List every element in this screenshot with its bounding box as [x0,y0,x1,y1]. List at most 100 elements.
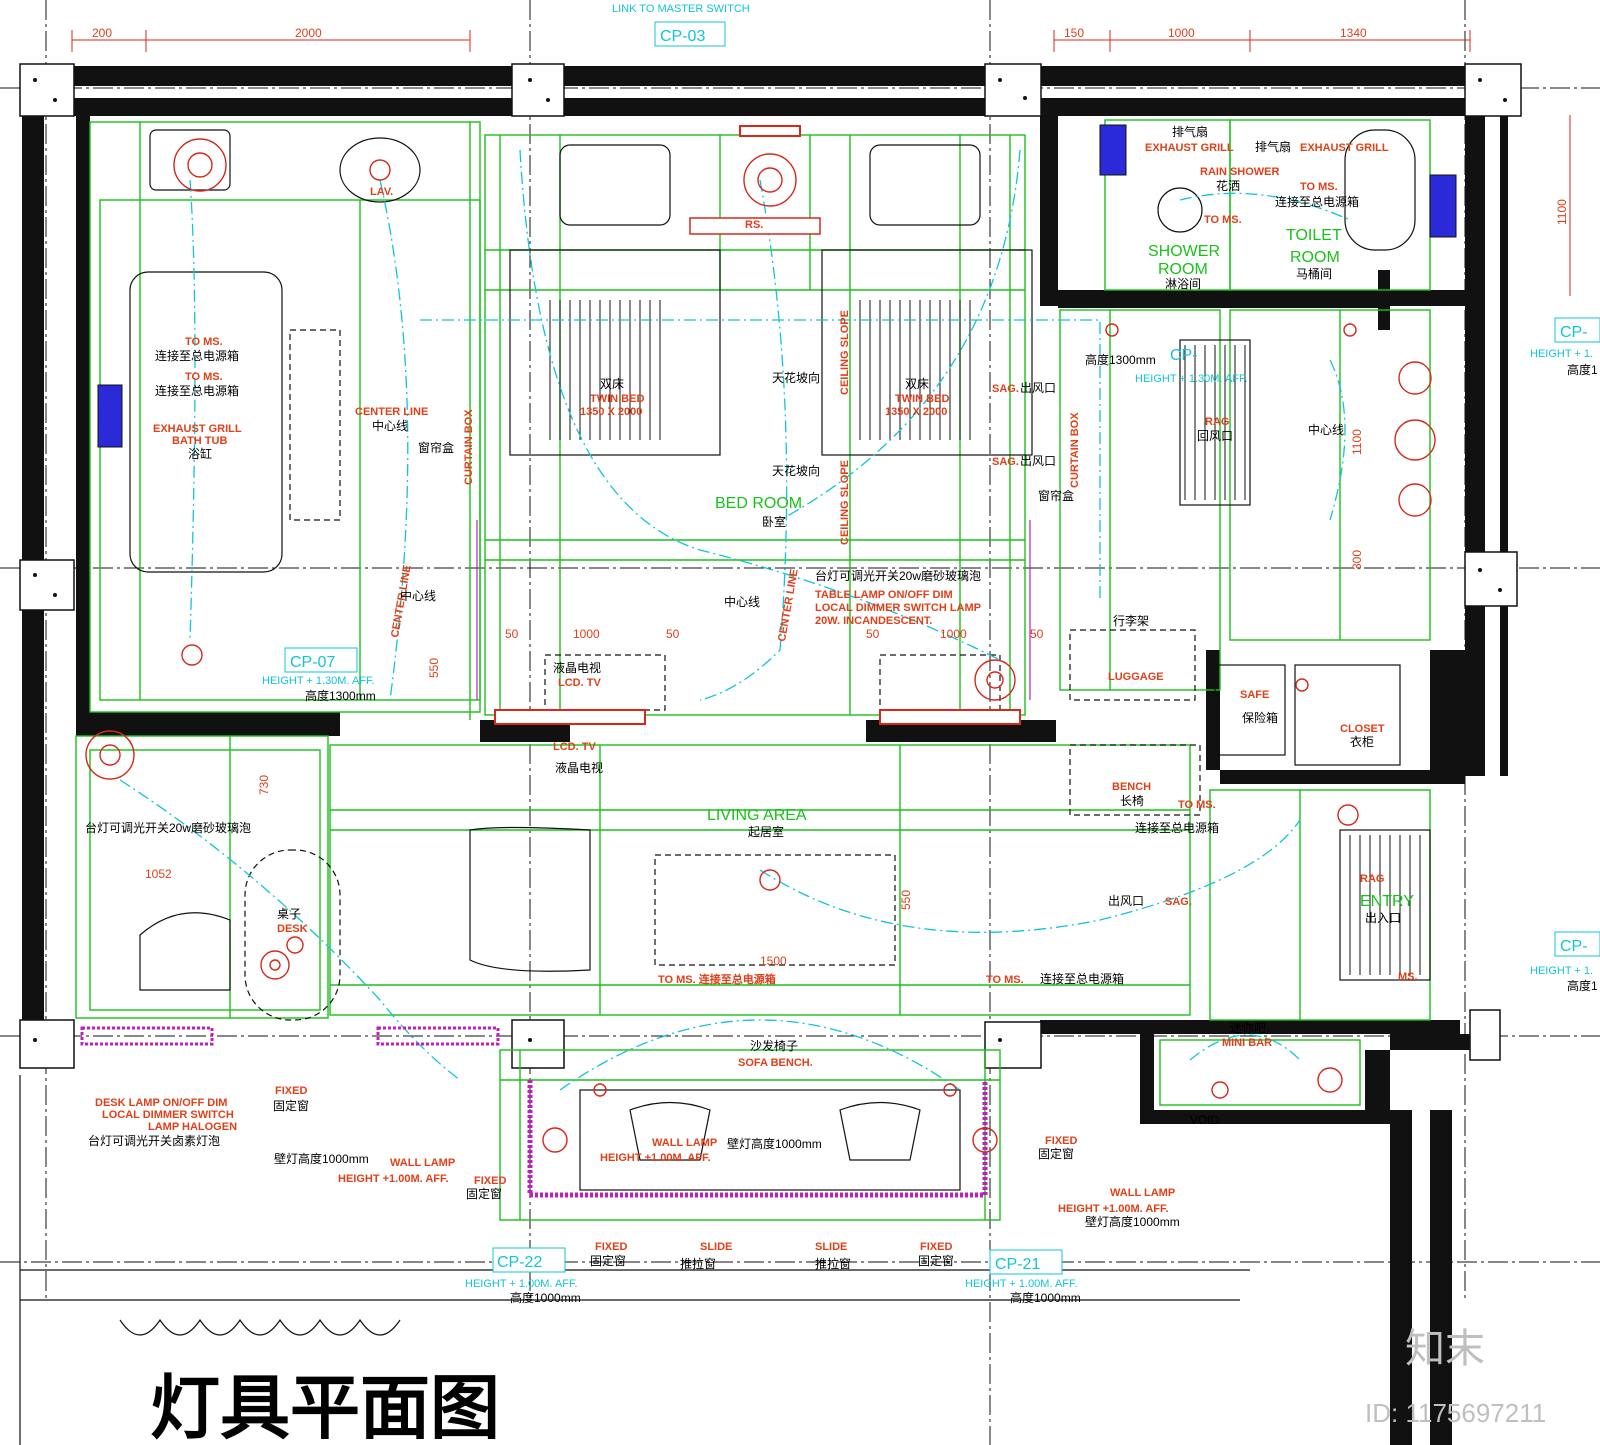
center-line-3-cn: 中心线 [724,594,760,609]
slope-2: CEILING SLOPE [839,460,851,545]
cp21-height: HEIGHT + 1.00M. AFF. [965,1278,1078,1290]
grill-1: EXHAUST GRILL [1145,142,1234,154]
twin2-size: 1350 X 2000 [885,406,947,418]
fixed-2: FIXED [474,1175,506,1187]
minibar-label: MINI BAR [1222,1037,1272,1049]
table-lamp-cn: 台灯可调光开关20w磨砂玻璃泡 [815,568,981,583]
dim-150: 150 [1064,26,1084,40]
table-lamp-3: 20W. INCANDESCENT. [815,615,932,627]
fixed-3: FIXED [1045,1135,1077,1147]
living-sag: SAG. [1165,896,1192,908]
tv-label-1: LCD. TV [558,677,601,689]
toilet-title: TOILET [1286,227,1342,244]
dim-1000-a: 1000 [573,627,600,641]
void-label: VOID [1190,1113,1220,1127]
luggage-cn: 行李架 [1113,613,1149,628]
twin2-cn: 双床 [905,377,929,391]
bench-label: BENCH [1112,781,1151,793]
dim-1100: 1100 [1555,199,1569,225]
luggage-label: LUGGAGE [1108,671,1164,683]
fan-cn-1: 排气扇 [1172,124,1208,139]
bathtub-cn: 浴缸 [188,446,212,461]
entry-cn: 出入口 [1365,911,1401,925]
fixed-1: FIXED [275,1085,307,1097]
desk-lamp-1: DESK LAMP ON/OFF DIM [95,1097,227,1109]
dim-1340: 1340 [1340,26,1367,40]
twin1-size: 1350 X 2000 [580,406,642,418]
cp-mid-height: HEIGHT + 1.30M. AFF. [1135,373,1248,385]
center-line-cn: 中心线 [372,418,408,433]
sofa-cn: 沙发椅子 [750,1038,798,1053]
cp21-height-cn: 高度1000mm [1010,1290,1081,1305]
fixed-5-cn: 固定窗 [918,1253,954,1268]
shower-room: ROOM [1158,261,1208,278]
living-lamp-cn: 台灯可调光开关20w磨砂玻璃泡 [85,820,251,835]
dim-50-c: 50 [866,627,880,641]
ceiling-grid [75,119,1431,1221]
sag-2: SAG. [992,456,1019,468]
wall-lamp-cn-2: 壁灯高度1000mm [727,1136,822,1151]
cp-right-1: CP- [1560,324,1588,341]
tv-label-2: LCD. TV [553,741,596,753]
to-ms-1-cn: 连接至总电源箱 [155,348,239,363]
rain-shower-cn: 花洒 [1216,178,1240,193]
columns [19,63,1522,1069]
living-to-ms-cn: 连接至总电源箱 [1135,820,1219,835]
desk-lamp-2: LOCAL DIMMER SWITCH [102,1109,234,1121]
to-ms-living-3-cn: 连接至总电源箱 [1040,971,1124,986]
center-line-2-cn: 中心线 [400,588,436,603]
rag-label: RAG [1205,416,1229,428]
slope-1: CEILING SLOPE [839,310,851,395]
exhaust-label: EXHAUST GRILL [153,423,242,435]
wall-lamp-3: WALL LAMP [1110,1187,1175,1199]
wall-lamp-2: WALL LAMP [652,1137,717,1149]
fixed-5: FIXED [920,1241,952,1253]
curtain-cn-1: 窗帘盒 [418,440,454,455]
cp07-height-cn: 高度1300mm [305,688,376,703]
to-ms-shower-cn: 连接至总电源箱 [1275,194,1359,209]
desk-lamp-3: LAMP HALOGEN [148,1121,237,1133]
rain-shower: RAIN SHOWER [1200,166,1280,178]
shower-title: SHOWER [1148,243,1220,260]
wall-height-2: HEIGHT +1.00M. AFF. [600,1152,711,1164]
bedroom-cn: 卧室 [762,514,786,529]
safe-cn: 保险箱 [1242,710,1278,725]
watermark-id: ID: 1175697211 [1365,1398,1546,1428]
sag-1: SAG. [992,383,1019,395]
to-ms-shower: TO MS. [1204,214,1242,226]
cp-right-2: CP- [1560,938,1588,955]
slide-1-cn: 推拉窗 [680,1256,716,1271]
to-ms-2: TO MS. [185,371,223,383]
cp07-tag: CP-07 [290,654,335,671]
shower-cn: 淋浴间 [1165,277,1201,291]
toilet-cn: 马桶间 [1296,266,1332,281]
height-right-1-cn: 高度1 [1567,362,1598,377]
living-name: LIVING AREA [707,807,807,824]
wall-height-3: HEIGHT +1.00M. AFF. [1058,1203,1169,1215]
slope-cn-1: 天花坡向 [772,370,820,385]
top-dimensions: 200 2000 150 1000 1340 1100 [71,26,1571,296]
outlet-1: 出风口 [1020,381,1056,395]
to-ms-living-3: TO MS. [986,974,1024,986]
curtain-cn-2: 窗帘盒 [1038,488,1074,503]
fixed-1-cn: 固定窗 [273,1098,309,1113]
minibar-cn: 迷你吧 [1230,1021,1266,1035]
fan-cn-2: 排气扇 [1255,139,1291,154]
bench-cn: 长椅 [1120,794,1144,808]
curtains [80,520,1031,1198]
cp-mid: CP- [1170,347,1198,364]
dim-1100-b: 1100 [1350,429,1364,455]
outlet-2: 出风口 [1020,454,1056,468]
living-to-ms: TO MS. [1178,799,1216,811]
link-master-label: LINK TO MASTER SWITCH [612,3,750,15]
closet-label: CLOSET [1340,723,1385,735]
dim-1500: 1500 [760,954,787,968]
height-right-2-cn: 高度1 [1567,978,1598,993]
dim-1000-b: 1000 [940,627,967,641]
center-line-3: CENTER LINE [776,568,801,642]
dim-50-a: 50 [505,627,519,641]
slide-2-cn: 推拉窗 [815,1256,851,1271]
dim-300: 300 [1350,550,1364,570]
drawing-title: 灯具平面图 [150,1367,500,1445]
wall-lamp-cn-1: 壁灯高度1000mm [274,1151,369,1166]
